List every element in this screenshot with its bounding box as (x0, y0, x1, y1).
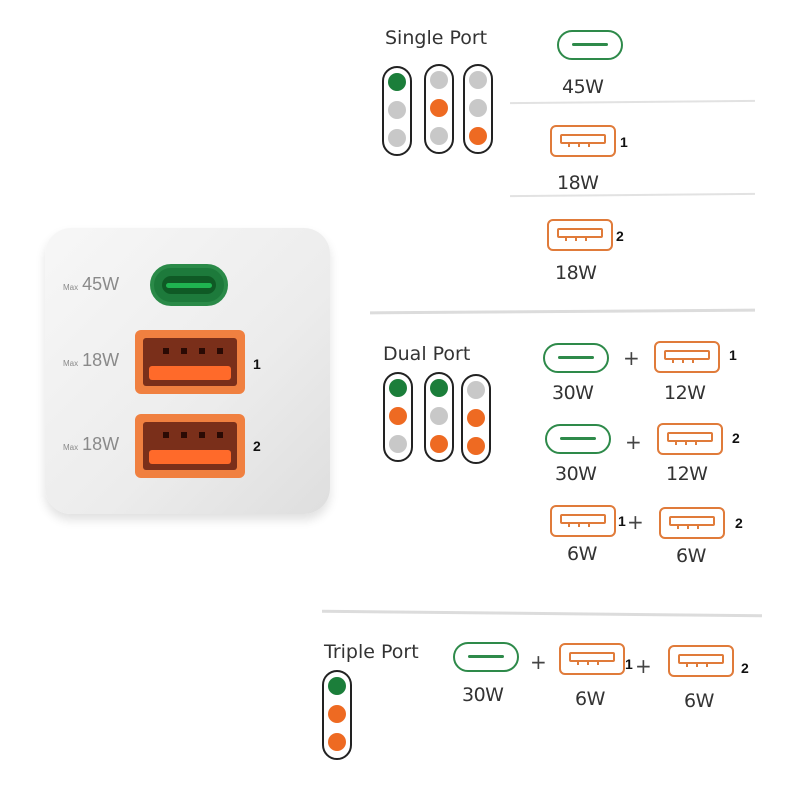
port-number-1: 1 (253, 356, 261, 372)
watt-label: 6W (567, 543, 597, 565)
watt-label: 6W (676, 545, 706, 567)
single-port-title: Single Port (385, 27, 488, 49)
indicator-dot-gray (388, 101, 406, 119)
indicator-dot-green (388, 73, 406, 91)
usbc-icon (543, 343, 609, 373)
watt-label: 45W (562, 76, 604, 98)
usba-icon (657, 423, 723, 455)
watt-label: 30W (462, 684, 504, 706)
indicator-light (461, 374, 491, 464)
dual-port-title: Dual Port (383, 343, 471, 365)
port-number: 2 (732, 430, 740, 446)
plus-sign: + (623, 346, 640, 370)
usba-icon (654, 341, 720, 373)
indicator-dot-gray (469, 71, 487, 89)
port-number: 1 (729, 347, 737, 363)
indicator-light (382, 66, 412, 156)
indicator-dot-gray (430, 71, 448, 89)
usba-icon (559, 643, 625, 675)
indicator-light (322, 670, 352, 760)
indicator-dot-orange (430, 99, 448, 117)
indicator-dot-gray (389, 435, 407, 453)
usba-icon (659, 507, 725, 539)
usba-port-2 (135, 414, 245, 478)
plus-sign: + (635, 654, 652, 678)
section-divider (321, 609, 763, 618)
indicator-dot-gray (469, 99, 487, 117)
watt-label: 6W (684, 690, 714, 712)
indicator-dot-green (389, 379, 407, 397)
port-number: 1 (618, 513, 626, 529)
port-number-2: 2 (253, 438, 261, 454)
triple-port-title: Triple Port (324, 641, 419, 663)
indicator-dot-orange (469, 127, 487, 145)
indicator-light (424, 372, 454, 462)
watt-label: 18W (557, 172, 599, 194)
usbc-icon (545, 424, 611, 454)
divider (509, 99, 756, 105)
usba-icon (547, 219, 613, 251)
indicator-light (463, 64, 493, 154)
port-number: 2 (741, 660, 749, 676)
plus-sign: + (627, 510, 644, 534)
indicator-dot-orange (467, 409, 485, 427)
usba-icon (550, 505, 616, 537)
port-number: 2 (735, 515, 743, 531)
watt-label: 6W (575, 688, 605, 710)
indicator-dot-gray (430, 407, 448, 425)
usbc-icon (557, 30, 623, 60)
divider (509, 192, 756, 198)
indicator-dot-green (328, 677, 346, 695)
indicator-dot-gray (467, 381, 485, 399)
indicator-dot-orange (328, 733, 346, 751)
watt-label: 12W (666, 463, 708, 485)
port-number: 1 (625, 656, 633, 672)
port-number: 1 (620, 134, 628, 150)
indicator-dot-orange (430, 435, 448, 453)
watt-label: 18W (555, 262, 597, 284)
watt-label: 30W (552, 382, 594, 404)
usba-port-1 (135, 330, 245, 394)
usbc-port (150, 264, 228, 306)
watt-label: 12W (664, 382, 706, 404)
plus-sign: + (625, 430, 642, 454)
indicator-light (424, 64, 454, 154)
indicator-dot-orange (328, 705, 346, 723)
usba-icon (550, 125, 616, 157)
indicator-light (383, 372, 413, 462)
indicator-dot-orange (389, 407, 407, 425)
usba-icon (668, 645, 734, 677)
indicator-dot-green (430, 379, 448, 397)
usbc-icon (453, 642, 519, 672)
plus-sign: + (530, 650, 547, 674)
port-number: 2 (616, 228, 624, 244)
indicator-dot-orange (467, 437, 485, 455)
indicator-dot-gray (388, 129, 406, 147)
indicator-dot-gray (430, 127, 448, 145)
watt-label: 30W (555, 463, 597, 485)
section-divider (369, 308, 756, 315)
